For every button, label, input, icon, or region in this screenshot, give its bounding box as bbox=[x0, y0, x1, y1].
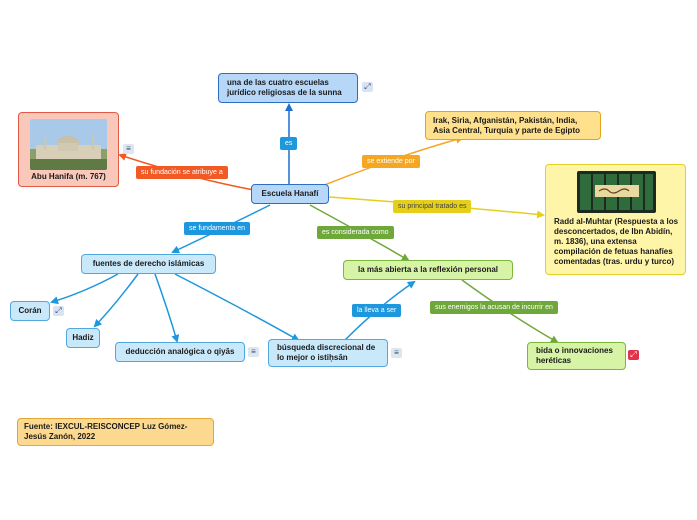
top-node[interactable]: una de las cuatro escuelas jurídico reli… bbox=[218, 73, 358, 103]
bida-node-text: bida o innovaciones heréticas bbox=[536, 346, 613, 365]
qiyas-node[interactable]: deducción analógica o qiyās bbox=[115, 342, 245, 362]
note-icon[interactable]: ≡ bbox=[391, 348, 402, 358]
open-node-text: la más abierta a la reflexión personal bbox=[357, 265, 499, 274]
note-icon[interactable]: ≡ bbox=[248, 347, 259, 357]
label-es: es bbox=[280, 137, 298, 150]
note-icon[interactable]: ≡ bbox=[123, 144, 134, 154]
source-note-text: Fuente: IEXCUL-REISCONCEP Luz Gómez-Jesú… bbox=[24, 422, 188, 441]
source-note: Fuente: IEXCUL-REISCONCEP Luz Gómez-Jesú… bbox=[17, 418, 214, 446]
hadiz-node[interactable]: Hadiz bbox=[66, 328, 100, 348]
treatise-book-cover bbox=[577, 171, 656, 213]
sources-node[interactable]: fuentes de derecho islámicas bbox=[81, 254, 216, 274]
istihsan-node[interactable]: búsqueda discrecional de lo mejor o isti… bbox=[268, 339, 388, 367]
bida-node[interactable]: bida o innovaciones heréticas bbox=[527, 342, 626, 370]
label-considerada: es considerada como bbox=[317, 226, 394, 239]
countries-node-text: Irak, Siria, Afganistán, Pakistán, India… bbox=[433, 115, 580, 135]
edge-qiyas bbox=[154, 273, 180, 343]
sources-node-text: fuentes de derecho islámicas bbox=[92, 259, 205, 268]
hadiz-node-text: Hadiz bbox=[72, 333, 94, 342]
link-red-icon[interactable]: ⤢ bbox=[628, 350, 639, 360]
istihsan-node-text: búsqueda discrecional de lo mejor o isti… bbox=[277, 343, 376, 362]
central-node-text: Escuela Hanafí bbox=[261, 189, 319, 198]
coran-node-text: Corán bbox=[18, 306, 42, 315]
open-node[interactable]: la más abierta a la reflexión personal bbox=[343, 260, 513, 280]
central-node[interactable]: Escuela Hanafí bbox=[251, 184, 329, 204]
edge-coran bbox=[50, 273, 119, 305]
founder-photo bbox=[30, 119, 107, 170]
label-fundacion: su fundación se atribuye a bbox=[136, 166, 228, 179]
qiyas-node-text: deducción analógica o qiyās bbox=[125, 347, 235, 356]
label-enemigos: sus enemigos la acusan de incurrir en bbox=[430, 301, 558, 314]
edge-istihsan bbox=[174, 273, 300, 341]
founder-node[interactable]: Abu Hanifa (m. 767) bbox=[18, 112, 119, 187]
link-icon[interactable]: ⤢ bbox=[362, 82, 373, 92]
treatise-node[interactable]: Radd al-Muhtar (Respuesta a los desconce… bbox=[545, 164, 686, 275]
link-icon[interactable]: ⤢ bbox=[53, 306, 64, 316]
founder-node-text: Abu Hanifa (m. 767) bbox=[31, 172, 106, 181]
edge-hadiz bbox=[93, 273, 139, 328]
coran-node[interactable]: Corán bbox=[10, 301, 50, 321]
treatise-node-text: Radd al-Muhtar (Respuesta a los desconce… bbox=[554, 217, 679, 266]
label-fundamenta: se fundamenta en bbox=[184, 222, 251, 235]
top-node-text: una de las cuatro escuelas jurídico reli… bbox=[227, 78, 342, 97]
label-tratado: su principal tratado es bbox=[393, 200, 472, 213]
countries-node[interactable]: Irak, Siria, Afganistán, Pakistán, India… bbox=[425, 111, 601, 140]
label-extiende: se extiende por bbox=[362, 155, 420, 168]
label-lleva: la lleva a ser bbox=[352, 304, 402, 317]
